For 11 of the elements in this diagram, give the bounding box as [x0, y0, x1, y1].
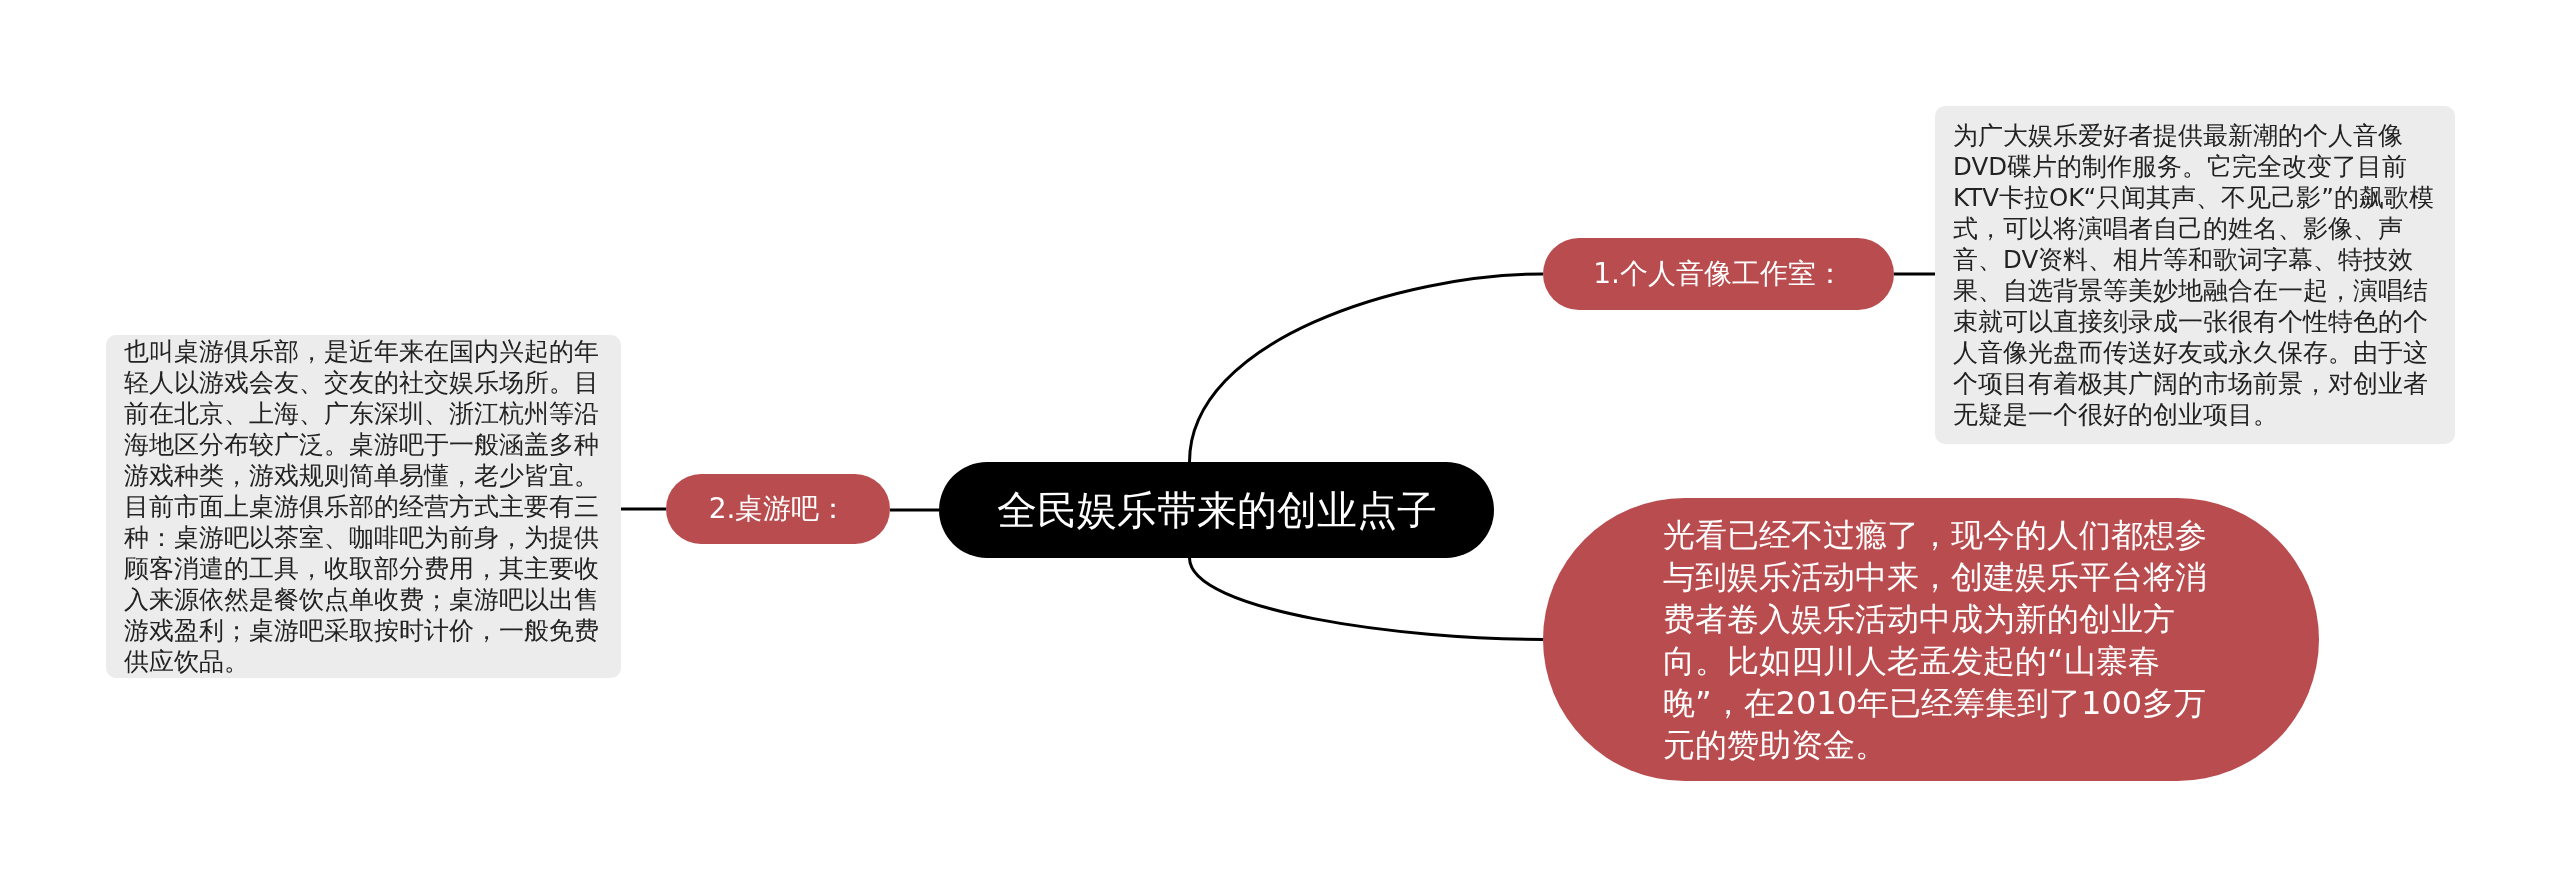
branch-topic: 2.桌游吧： [666, 474, 890, 544]
branch-topic: 1.个人音像工作室： [1543, 238, 1894, 310]
connector-line [1188, 272, 1544, 463]
connector-line [890, 508, 939, 512]
branch-topic: 光看已经不过瘾了，现今的人们都想参与到娱乐活动中来，创建娱乐平台将消费者卷入娱乐活动中成为新的创业方向。比如四川人老孟发起的“山寨春晚”，在2010年已经筹集到了100多万元的赞助资金。 [1543, 498, 2319, 781]
connector-line [621, 507, 666, 511]
connector-line [1188, 557, 1544, 641]
connector-line [1894, 272, 1935, 276]
central-topic: 全民娱乐带来的创业点子 [939, 462, 1494, 558]
note-card: 也叫桌游俱乐部，是近年来在国内兴起的年轻人以游戏会友、交友的社交娱乐场所。目前在北京、上海、广东深圳、浙江杭州等沿海地区分布较广泛。桌游吧于一般涵盖多种游戏种类，游戏规则简单易懂，老少皆宜。目前市面上桌游俱乐部的经营方式主要有三种：桌游吧以茶室、咖啡吧为前身，为提供顾客消遣的工具，收取部分费用，其主要收入来源依然是餐饮点单收费；桌游吧以出售游戏盈利；桌游吧采取按时计价，一般免费供应饮品。 [106, 335, 621, 678]
note-card: 为广大娱乐爱好者提供最新潮的个人音像DVD碟片的制作服务。它完全改变了目前KTV卡拉OK“只闻其声、不见己影”的飙歌模式，可以将演唱者自己的姓名、影像、声音、DV资料、相片等和歌词字幕、特技效果、自选背景等美妙地融合在一起，演唱结束就可以直接刻录成一张很有个性特色的个人音像光盘而传送好友或永久保存。由于这个项目有着极其广阔的市场前景，对创业者无疑是一个很好的创业项目。 [1935, 106, 2455, 444]
